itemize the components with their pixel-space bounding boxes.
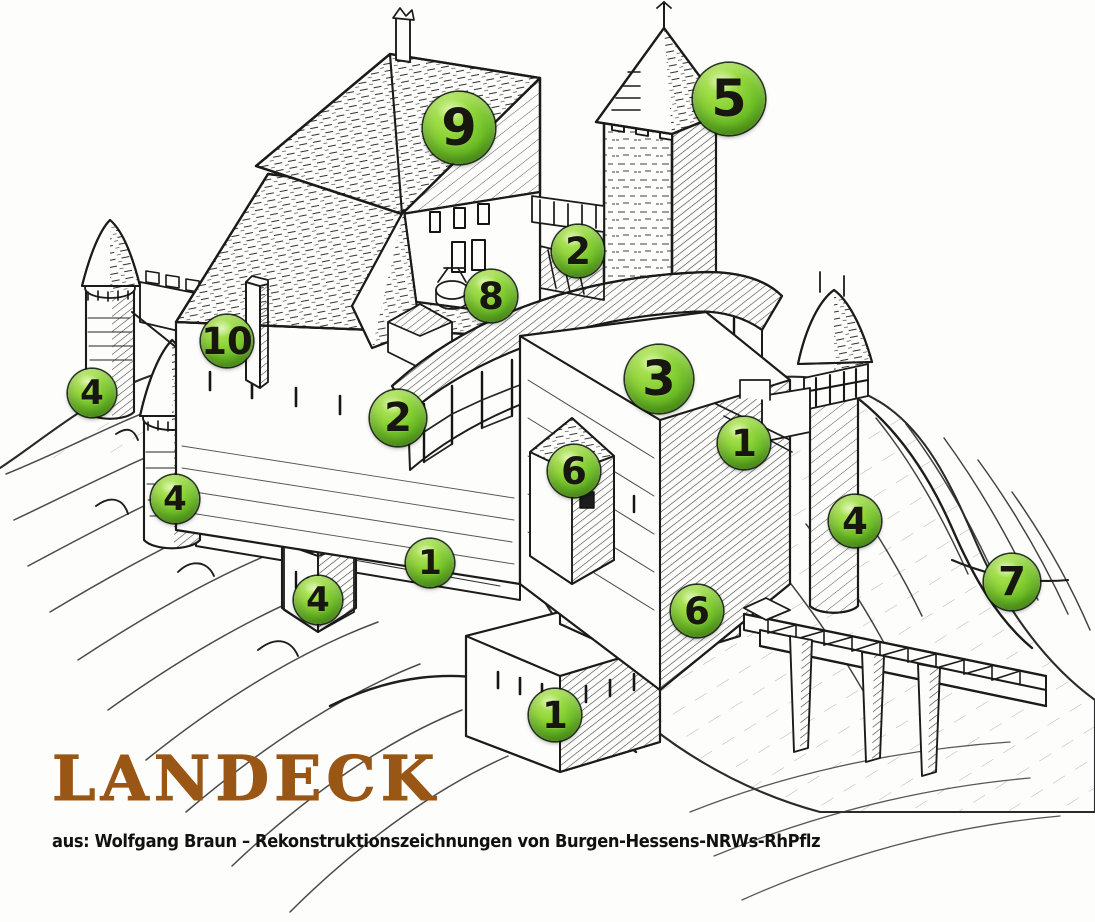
- marker-2-inner-ward[interactable]: 2: [370, 390, 426, 446]
- marker-label: 5: [711, 69, 747, 129]
- title-block: LANDECK aus: Wolfgang Braun – Rekonstruk…: [52, 742, 912, 852]
- marker-label: 4: [163, 479, 187, 519]
- marker-9-palas[interactable]: 9: [423, 92, 495, 164]
- marker-10-chimney[interactable]: 10: [201, 315, 253, 367]
- marker-label: 4: [80, 373, 104, 413]
- marker-5-bergfried[interactable]: 5: [693, 63, 765, 135]
- marker-label: 6: [561, 449, 587, 493]
- marker-label: 1: [731, 421, 757, 465]
- marker-1-south-wall[interactable]: 1: [406, 539, 454, 587]
- marker-4-east-tower[interactable]: 4: [829, 495, 881, 547]
- source-credit: aus: Wolfgang Braun – Rekonstruktionszei…: [52, 832, 821, 852]
- marker-label: 1: [542, 693, 568, 737]
- marker-label: 7: [998, 559, 1026, 605]
- marker-label: 8: [478, 274, 504, 318]
- marker-1-lower-bailey[interactable]: 1: [529, 689, 581, 741]
- marker-label: 3: [642, 351, 676, 407]
- marker-7-bridge[interactable]: 7: [984, 554, 1040, 610]
- marker-label: 6: [684, 589, 710, 633]
- marker-4-west-tower[interactable]: 4: [151, 475, 199, 523]
- marker-label: 1: [418, 543, 442, 583]
- marker-label: 4: [842, 499, 868, 543]
- marker-2-upper-court[interactable]: 2: [552, 225, 604, 277]
- marker-label: 9: [441, 98, 477, 158]
- marker-label: 10: [201, 319, 253, 363]
- marker-3-hoarding[interactable]: 3: [625, 345, 693, 413]
- marker-4-gate-tower[interactable]: 4: [294, 576, 342, 624]
- marker-label: 4: [306, 580, 330, 620]
- marker-6-inner-gate[interactable]: 6: [548, 445, 600, 497]
- approach-bridge: [742, 597, 1048, 777]
- marker-1-east-wall[interactable]: 1: [718, 417, 770, 469]
- marker-6-outer-gate[interactable]: 6: [671, 585, 723, 637]
- page-title: LANDECK: [52, 742, 440, 815]
- marker-4-nw-tower[interactable]: 4: [68, 369, 116, 417]
- marker-label: 2: [384, 395, 412, 441]
- marker-8-well[interactable]: 8: [465, 270, 517, 322]
- marker-label: 2: [565, 229, 591, 273]
